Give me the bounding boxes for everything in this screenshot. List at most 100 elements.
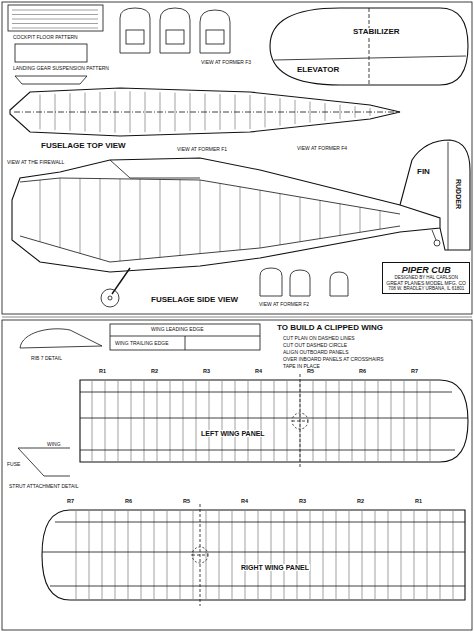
former-outline (260, 268, 282, 296)
plan-label: TAPE IN PLACE (282, 364, 321, 369)
cockpit-floor-pattern (15, 44, 87, 62)
plan-label: FUSELAGE TOP VIEW (40, 142, 127, 150)
longeron (20, 226, 400, 262)
rib-line (12, 23, 98, 24)
rib-line (140, 179, 141, 259)
stabilizer-elevator (270, 8, 468, 85)
rib-line (248, 381, 249, 461)
rib-line (280, 98, 281, 126)
rib-line (105, 381, 106, 461)
rib-line (326, 381, 327, 461)
rib-line (355, 106, 356, 117)
rib-line (76, 511, 77, 599)
rib-number: R7 (410, 369, 419, 375)
right-wing-outline (42, 510, 465, 600)
leading-edge-table (110, 324, 260, 350)
rib-number: R7 (66, 499, 75, 505)
rib-line (100, 179, 101, 260)
plan-label: FUSELAGE SIDE VIEW (150, 296, 239, 304)
plan-label: RIB 7 DETAIL (30, 356, 63, 361)
dashed-circle (192, 547, 208, 563)
rib-line (323, 511, 324, 599)
rib-line (427, 511, 428, 599)
fin-outline (400, 140, 470, 250)
rib-number: R3 (298, 499, 307, 505)
table-rule (110, 336, 260, 350)
plan-label: RUDDER (455, 178, 462, 210)
rib-line (287, 381, 288, 461)
gear-suspension-pattern (15, 76, 87, 84)
plan-label: VIEW AT THE FIREWALL (6, 160, 65, 165)
plan-title: PIPER CUB (386, 265, 466, 275)
rib-line (232, 511, 233, 599)
rib-line (300, 197, 301, 242)
plan-label: COCKPIT FLOOR PATTERN (12, 35, 79, 40)
tail-wheel-leg (432, 230, 436, 240)
center-line (14, 112, 400, 113)
center-line (369, 8, 370, 85)
rib-line (453, 511, 454, 599)
plan-label: VIEW AT FORMER F4 (296, 146, 348, 151)
fuselage-side-view (12, 140, 470, 307)
rib-line (360, 207, 361, 232)
title-block-text: GREAT PLANES MODEL MFG. CO (386, 281, 466, 287)
rib-line (175, 93, 176, 132)
rib-line (160, 92, 161, 132)
rib-line (340, 105, 341, 120)
plan-label: STABILIZER (352, 28, 401, 36)
rib-line (115, 511, 116, 599)
rib-line (297, 511, 298, 599)
rib-line (130, 91, 131, 132)
stabilizer-outline (270, 8, 468, 85)
rib-number: R6 (358, 369, 367, 375)
plan-label: FIN (416, 168, 431, 176)
rib-line (362, 511, 363, 599)
left-wing-outline (80, 380, 468, 462)
rib-line (102, 511, 103, 599)
main-wheel (101, 289, 119, 307)
rib-line (40, 180, 41, 242)
rib-line (300, 381, 301, 461)
plan-label: VIEW AT FORMER F2 (258, 302, 310, 307)
former-outline (120, 8, 150, 53)
rib-number: R5 (182, 499, 191, 505)
rib-line (200, 180, 201, 254)
sheet-divider (2, 317, 472, 318)
rib-line (414, 511, 415, 599)
rib-number: R4 (240, 499, 249, 505)
rib-line (404, 381, 405, 461)
rib-line (144, 381, 145, 461)
rib-line (260, 190, 261, 248)
rib-line (274, 381, 275, 461)
rudder-hinge (448, 142, 449, 250)
rib-line (128, 511, 129, 599)
rib-line (388, 511, 389, 599)
rib-number: R4 (254, 369, 263, 375)
tail-wheel (434, 240, 440, 246)
rib-line (89, 511, 90, 599)
rib-line (222, 381, 223, 461)
rib-line (284, 511, 285, 599)
plan-label: RIGHT WING PANEL (240, 564, 310, 571)
rib-number: R3 (202, 369, 211, 375)
title-block: PIPER CUBDESIGNED BY HAL CARLSONGREAT PL… (382, 262, 470, 294)
wheel-hub (108, 296, 112, 300)
rib-line (55, 94, 56, 130)
plan-label: ALIGN OUTBOARD PANELS (282, 350, 349, 355)
rib-line (320, 200, 321, 238)
former-cutout (206, 30, 224, 44)
rib-line (170, 381, 171, 461)
rib-line (219, 511, 220, 599)
fuselage-top-view (10, 88, 400, 136)
former-cutout (126, 30, 144, 44)
rib-line (352, 381, 353, 461)
rib-line (370, 108, 371, 116)
former-outline (160, 8, 190, 53)
plan-label: FUSE (6, 462, 21, 467)
rib-line (339, 381, 340, 461)
plan-label: WING (46, 442, 62, 447)
rib-number: R2 (356, 499, 365, 505)
